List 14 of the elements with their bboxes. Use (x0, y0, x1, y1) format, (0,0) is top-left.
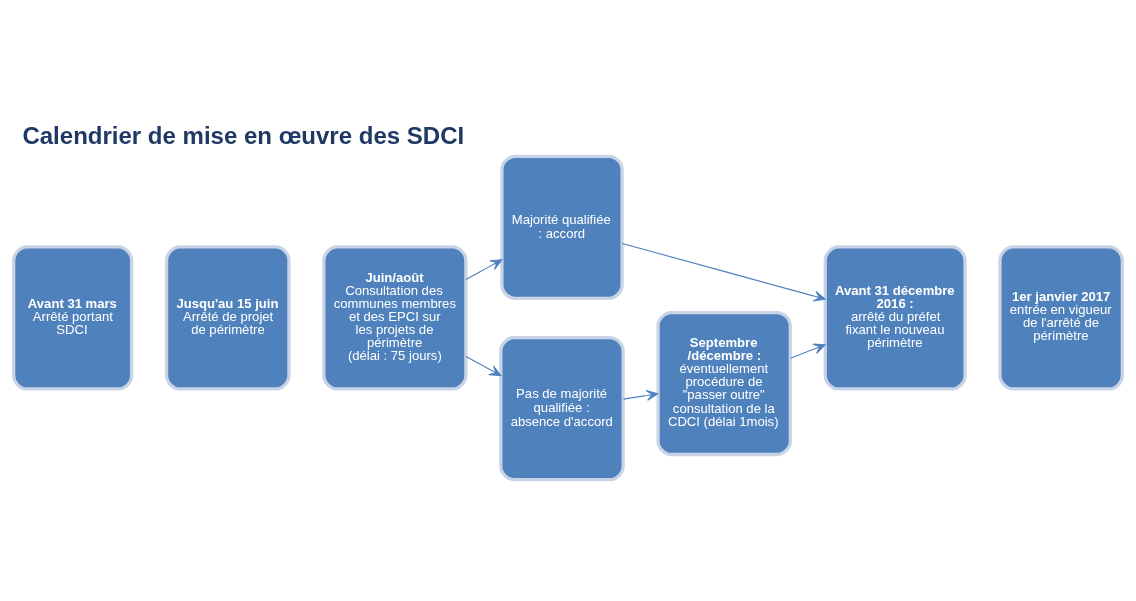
node-box: Juin/août Consultation des communes membres et des EPCI sur les projets de périmètre (délai : 75 jours) (322, 245, 468, 391)
arrow (621, 243, 826, 302)
node-box: Septembre /décembre : éventuellement procédure de "passer outre" consultation de la CDCI (délai 1mois) (656, 310, 792, 457)
node-box: Majorité qualifiée : accord (500, 154, 624, 300)
arrow (623, 390, 659, 401)
arrow (465, 355, 502, 377)
node-box: 1er janvier 2017 entrée en vigueur de l'arrêté de périmètre (998, 245, 1124, 391)
node-box: Pas de majorité qualifiée : absence d'accord (499, 336, 625, 482)
node-box: Avant 31 mars Arrêté portant SDCI (12, 245, 134, 391)
arrow (790, 343, 826, 359)
diagram-title: Calendrier de mise en œuvre des SDCI (22, 121, 465, 149)
arrow (465, 259, 503, 281)
node-box: Avant 31 décembre 2016 : arrêté du préfet fixant le nouveau périmètre (823, 245, 967, 391)
node-box: Jusqu'au 15 juin Arrêté de projet de périmètre (164, 245, 291, 391)
